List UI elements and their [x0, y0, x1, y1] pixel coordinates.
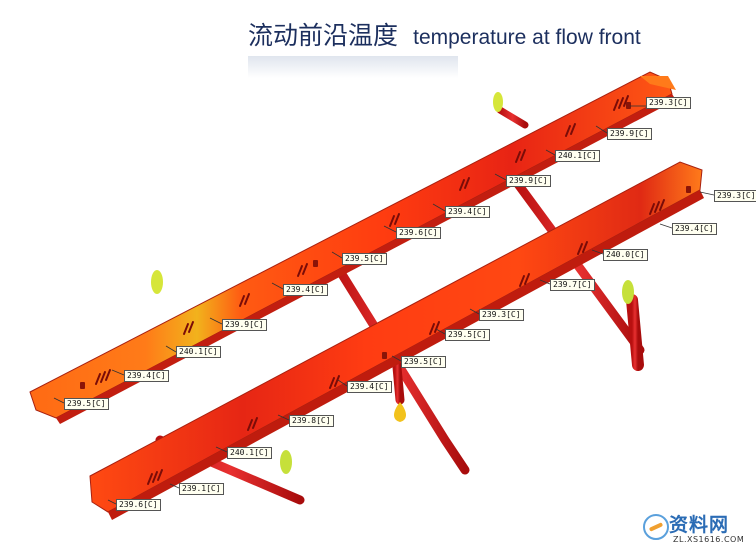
title-chinese: 流动前沿温度 [248, 21, 399, 50]
gate-tip-3 [280, 450, 292, 474]
temperature-callout: 239.9[C] [607, 128, 652, 140]
temperature-callout: 239.5[C] [445, 329, 490, 341]
temperature-callout: 239.4[C] [283, 284, 328, 296]
gate-tip-1 [151, 270, 163, 294]
temperature-callout: 239.5[C] [64, 398, 109, 410]
rail-ribs [95, 95, 665, 485]
temperature-callout: 239.6[C] [396, 227, 441, 239]
watermark-url: ZL.XS1616.COM [673, 535, 745, 544]
temperature-callout: 239.8[C] [289, 415, 334, 427]
temperature-callout: 239.4[C] [445, 206, 490, 218]
rail-bosses [80, 102, 691, 389]
watermark-brand: 资料网 [669, 514, 730, 536]
temperature-callout: 239.4[C] [672, 223, 717, 235]
temperature-callout: 239.3[C] [714, 190, 756, 202]
temperature-callout: 240.1[C] [227, 447, 272, 459]
gate-tips [151, 92, 634, 474]
temperature-callout: 240.0[C] [603, 249, 648, 261]
runner-diagonal-1 [325, 250, 470, 475]
title-english: temperature at flow front [413, 26, 641, 49]
watermark-logo-icon [643, 514, 669, 540]
temperature-callout: 239.9[C] [222, 319, 267, 331]
temperature-callout: 239.5[C] [401, 356, 446, 368]
title-underline [248, 56, 458, 78]
temperature-callout: 239.7[C] [550, 279, 595, 291]
temperature-callout: 239.3[C] [646, 97, 691, 109]
temperature-callout: 239.4[C] [124, 370, 169, 382]
rail-part-lower [89, 161, 704, 520]
watermark: 资料网 ZL.XS1616.COM [643, 510, 753, 550]
temperature-callout: 240.1[C] [176, 346, 221, 358]
gate-tip-2 [493, 92, 503, 112]
callout-leaders [53, 105, 715, 505]
temperature-callout: 239.5[C] [342, 253, 387, 265]
temperature-callout: 239.1[C] [179, 483, 224, 495]
gate-tip-4 [622, 280, 634, 304]
temperature-callout: 239.4[C] [347, 381, 392, 393]
temperature-callout: 239.9[C] [506, 175, 551, 187]
sprue-tip [394, 402, 406, 422]
runner-drop-4 [626, 294, 644, 371]
temperature-callout: 240.1[C] [555, 150, 600, 162]
temperature-callout: 239.3[C] [479, 309, 524, 321]
page-title: 流动前沿温度 temperature at flow front [248, 16, 641, 52]
gate-top [496, 106, 529, 129]
temperature-callout: 239.6[C] [116, 499, 161, 511]
